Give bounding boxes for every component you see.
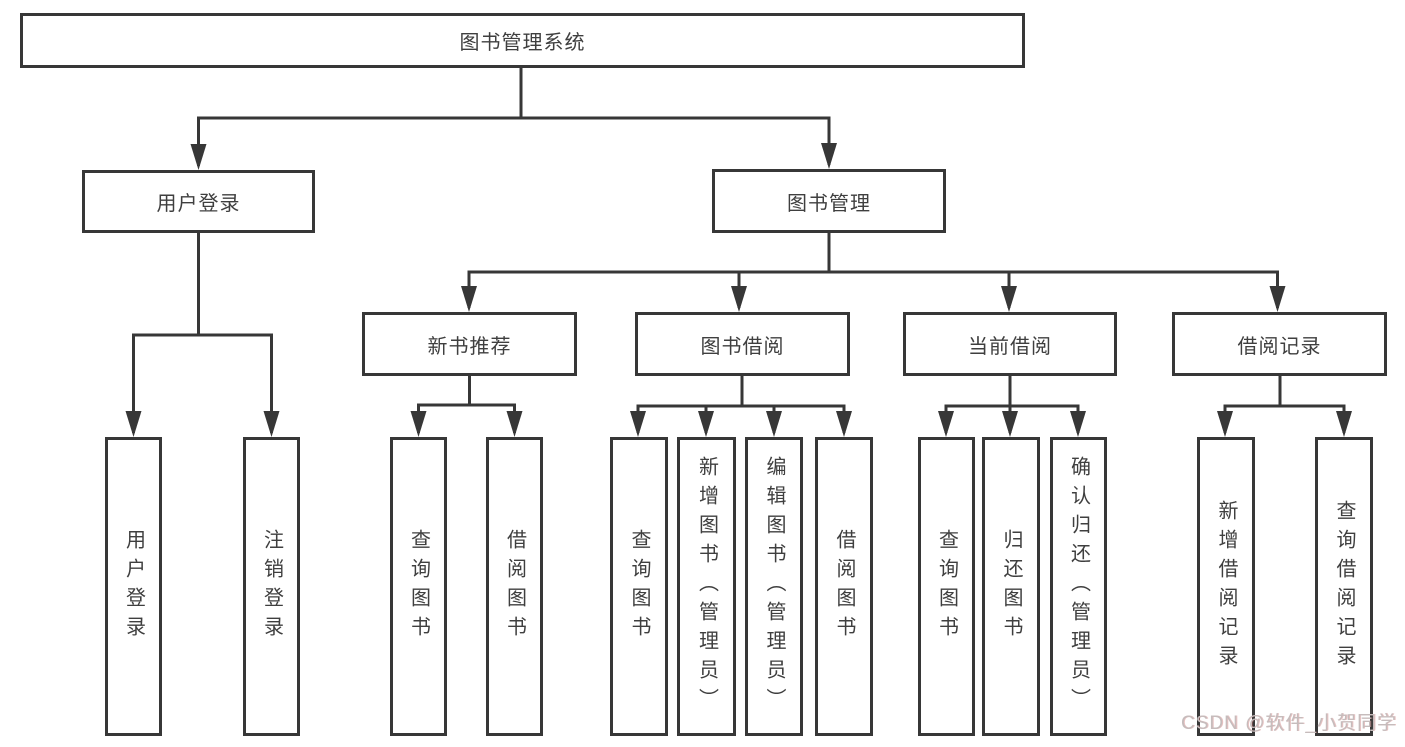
leaf-label: 查询图书 [935, 528, 958, 645]
arrowhead [1001, 286, 1017, 312]
csdn-watermark: CSDN @软件_小贺同学 [1181, 713, 1397, 734]
node-book-mgmt: 图书管理 [712, 169, 946, 233]
connector-book-mgmt [467, 233, 1279, 308]
arrowhead [410, 411, 427, 437]
arrowhead [1002, 411, 1018, 437]
node-current-borrow: 当前借阅 [903, 312, 1117, 376]
arrowhead [698, 411, 714, 437]
leaf-label: 借阅图书 [833, 528, 855, 645]
arrowhead [190, 144, 207, 170]
leaf-borrow-books-2: 借阅图书 [815, 437, 873, 736]
connector-new-books [417, 376, 516, 433]
leaf-borrow-books-1: 借阅图书 [486, 437, 543, 736]
node-root: 图书管理系统 [20, 13, 1025, 68]
arrowhead [630, 411, 646, 437]
leaf-label: 用户登录 [122, 528, 145, 645]
connector-root [197, 66, 831, 166]
arrowhead [938, 411, 954, 437]
leaf-query-books-2: 查询图书 [610, 437, 668, 736]
node-book-borrow: 图书借阅 [635, 312, 850, 376]
arrowhead [1070, 411, 1086, 437]
node-new-books: 新书推荐 [362, 312, 577, 376]
leaf-confirm-return-admin: 确认归还（管理员） [1050, 437, 1107, 736]
leaf-add-books-admin: 新增图书（管理员） [677, 437, 736, 736]
node-user-login: 用户登录 [82, 170, 315, 233]
leaf-label: 确认归还（管理员） [1067, 456, 1090, 717]
connector-borrow-records [1223, 376, 1346, 433]
leaf-label: 查询图书 [628, 528, 650, 645]
leaf-edit-books-admin: 编辑图书（管理员） [745, 437, 803, 736]
leaf-query-books-1: 查询图书 [390, 437, 447, 736]
leaf-query-borrow-record: 查询借阅记录 [1315, 437, 1373, 736]
leaf-label: 新增借阅记录 [1215, 499, 1237, 674]
leaf-logout: 注销登录 [243, 437, 300, 736]
arrowhead [731, 286, 747, 312]
arrowhead [821, 143, 837, 169]
connector-user-login [132, 233, 273, 433]
arrowhead [125, 411, 142, 437]
leaf-user-login: 用户登录 [105, 437, 162, 736]
leaf-label: 注销登录 [260, 528, 283, 645]
arrowhead [836, 411, 852, 437]
leaf-return-books: 归还图书 [982, 437, 1040, 736]
arrowhead [766, 411, 782, 437]
arrowhead [1269, 286, 1286, 312]
leaf-label: 新增图书（管理员） [695, 456, 718, 717]
arrowhead [506, 411, 523, 437]
arrowheads [125, 143, 1352, 437]
connector-book-borrow [636, 376, 846, 433]
leaf-add-borrow-record: 新增借阅记录 [1197, 437, 1255, 736]
arrowhead [1336, 411, 1352, 437]
node-borrow-records: 借阅记录 [1172, 312, 1387, 376]
arrowhead [461, 286, 477, 312]
leaf-label: 查询图书 [407, 528, 430, 645]
leaf-label: 借阅图书 [503, 528, 526, 645]
leaf-query-books-3: 查询图书 [918, 437, 975, 736]
leaf-label: 查询借阅记录 [1333, 499, 1355, 674]
leaf-label: 归还图书 [1000, 528, 1022, 645]
arrowhead [263, 411, 280, 437]
arrowhead [1217, 411, 1233, 437]
leaf-label: 编辑图书（管理员） [763, 456, 785, 717]
